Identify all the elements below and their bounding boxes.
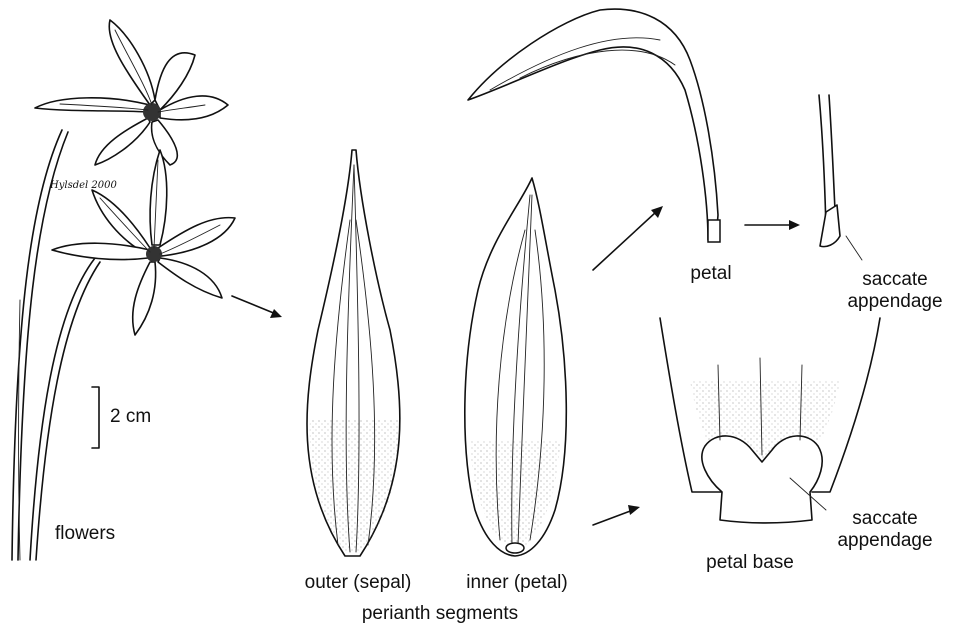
arrow-flowers-to-segments <box>232 296 282 318</box>
inner-petal-label: inner (petal) <box>466 572 567 594</box>
flowers-drawing: Hylsdel 2000 <box>12 20 235 560</box>
saccate-appendage-label-bottom: saccate appendage <box>837 508 932 552</box>
inner-petal-drawing <box>465 178 566 556</box>
petal-side-view-drawing <box>468 9 720 242</box>
petal-closeup-drawing <box>819 95 862 260</box>
saccate-appendage-label-top: saccate appendage <box>847 269 942 313</box>
petal-label: petal <box>690 263 731 285</box>
scale-label: 2 cm <box>110 406 151 428</box>
outer-sepal-label: outer (sepal) <box>305 572 412 594</box>
perianth-segments-label: perianth segments <box>362 603 518 625</box>
outer-sepal-drawing <box>307 150 400 556</box>
petal-base-label: petal base <box>706 552 794 574</box>
petal-base-appendage <box>506 543 524 553</box>
arrow-inner-to-petal <box>593 206 663 270</box>
lower-flower <box>52 150 235 335</box>
artist-signature: Hylsdel 2000 <box>49 180 117 191</box>
petal-base-drawing <box>660 318 880 523</box>
arrow-petal-to-closeup <box>745 220 800 230</box>
scale-bar <box>92 387 99 448</box>
arrow-inner-to-base <box>593 505 640 525</box>
flowers-label: flowers <box>55 523 115 545</box>
